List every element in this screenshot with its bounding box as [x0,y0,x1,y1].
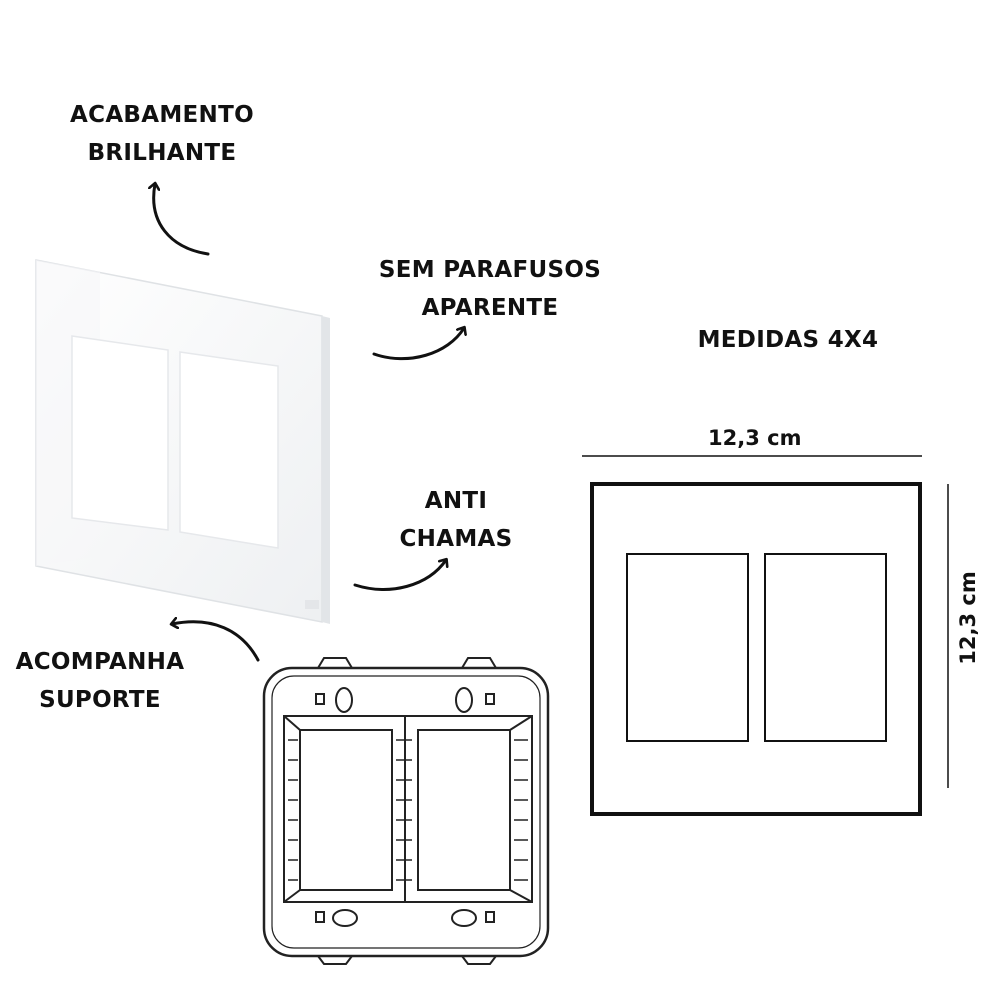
label-no-screws: SEM PARAFUSOS APARENTE [368,251,612,327]
label-support-line1: ACOMPANHA [15,649,185,675]
label-finish-line1: ACABAMENTO [70,102,254,128]
label-no-screws-line1: SEM PARAFUSOS [378,257,602,283]
width-dimension-label: 12,3 cm [708,426,802,450]
curved-arrow-icon [353,560,446,591]
label-finish: ACABAMENTO BRILHANTE [62,96,262,172]
support-frame-drawing [262,657,550,965]
curved-arrow-icon [372,328,464,361]
wall-plate-photo [35,259,330,624]
curved-arrow-icon [172,622,260,662]
label-measures: MEDIDAS 4X4 [697,327,879,353]
label-support: ACOMPANHA SUPORTE [0,643,200,719]
label-flame-line1: ANTI [424,488,488,514]
height-dimension-label: 12,3 cm [956,571,980,665]
label-finish-line2: BRILHANTE [87,140,237,166]
label-support-line2: SUPORTE [39,687,161,713]
label-no-screws-line2: APARENTE [421,295,559,321]
label-flame: ANTI CHAMAS [380,482,532,558]
plate-outline-drawing [590,482,922,816]
label-flame-line2: CHAMAS [399,526,513,552]
curved-arrow-icon [154,184,210,256]
